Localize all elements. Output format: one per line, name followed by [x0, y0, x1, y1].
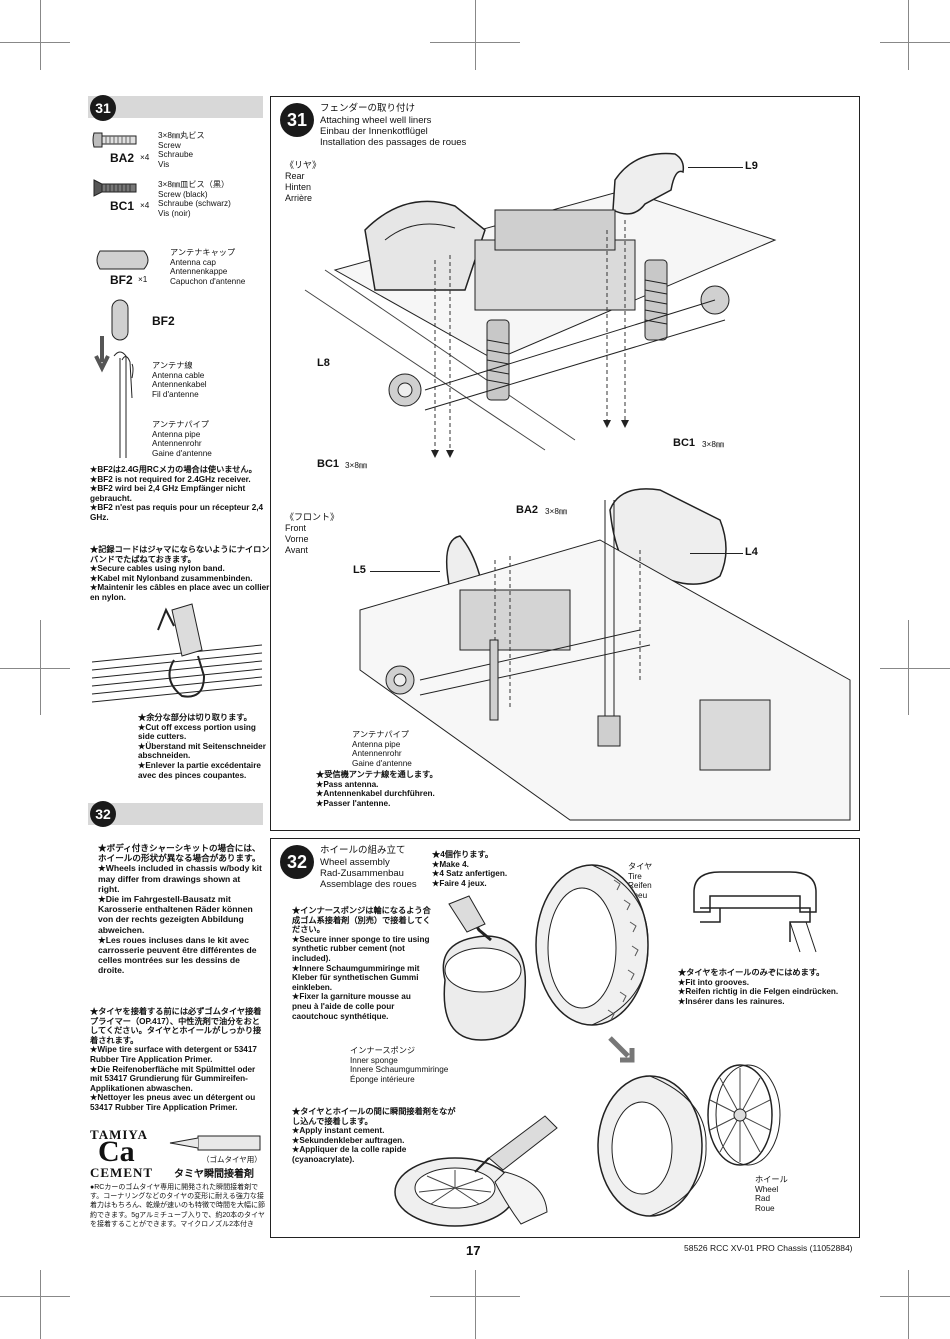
crop-mark	[475, 1270, 476, 1339]
step32-title-fr: Assemblage des roues	[320, 879, 417, 890]
step31-title-de: Einbau der Innenkotflügel	[320, 126, 428, 137]
bf2-qty: ×1	[138, 275, 148, 284]
crop-mark	[908, 1270, 909, 1339]
nylon-band-drawing	[92, 600, 262, 720]
crop-mark	[430, 1296, 520, 1297]
cementing-drawing	[395, 1112, 565, 1232]
callout-ba2-size: 3×8㎜	[545, 507, 568, 516]
tire-drawing	[520, 860, 660, 1030]
crop-mark	[880, 668, 950, 669]
ba2-screw-icon	[92, 130, 142, 150]
crop-mark	[0, 668, 70, 669]
crop-mark	[40, 1270, 41, 1339]
antenna-pipe-note: アンテナパイプ Antenna pipe Antennenrohr Gaine …	[352, 730, 412, 768]
inner-sponge-drawing	[425, 900, 535, 1050]
sidebar31-step-badge: 31	[90, 95, 116, 121]
crop-mark	[880, 1296, 950, 1297]
ba2-desc: 3×8㎜丸ビス Screw Schraube Vis	[158, 131, 205, 169]
ba2-qty: ×4	[140, 153, 150, 162]
bf2-desc: アンテナキャップ Antenna cap Antennenkappe Capuc…	[170, 248, 246, 286]
callout-bc1-rear-right: BC1	[673, 437, 696, 449]
step31-title-jp: フェンダーの取り付け	[320, 103, 416, 114]
bf2-cap-icon	[92, 249, 154, 271]
callout-l9: L9	[745, 160, 758, 172]
callout-l4: L4	[745, 546, 758, 558]
fit-grooves-note: ★タイヤをホイールのみぞにはめます。 ★Fit into grooves. ★R…	[678, 968, 839, 1006]
step31-badge: 31	[280, 103, 314, 137]
crop-mark	[908, 620, 909, 715]
page-number: 17	[466, 1243, 481, 1258]
note-cut: ★余分な部分は切り取ります。 ★Cut off excess portion u…	[138, 713, 266, 780]
crop-mark	[475, 0, 476, 70]
crop-mark	[0, 42, 70, 43]
callout-bc1-rear-left: BC1	[317, 458, 340, 470]
sidebar32-step-badge: 32	[90, 801, 116, 827]
cement-sub: （ゴムタイヤ用）	[202, 1155, 262, 1164]
cement-product: タミヤ瞬間接着剤	[174, 1169, 254, 1180]
assembly-arrow-icon	[608, 1036, 638, 1066]
bc1-screw-icon	[92, 178, 142, 198]
step32-panel	[270, 838, 860, 1238]
bc1-qty: ×4	[140, 201, 150, 210]
callout-bc1-rear-left-size: 3×8㎜	[345, 461, 368, 470]
sidebar31-header	[88, 96, 263, 118]
bc1-desc: 3×8㎜皿ビス（黒） Screw (black) Schraube (schwa…	[158, 180, 231, 218]
tire-label: タイヤ Tire Reifen Pneu	[628, 862, 653, 900]
crop-mark	[40, 620, 41, 715]
crop-mark	[40, 0, 41, 70]
tamiya-brand: TAMIYA	[90, 1127, 149, 1142]
note-nylon: ★記録コードはジャマにならないようにナイロンバンドでたばねておきます。 ★Sec…	[90, 545, 270, 602]
step32-title-de: Rad-Zusammenbau	[320, 868, 404, 879]
step32-title-en: Wheel assembly	[320, 857, 390, 868]
instant-cement-note: ★タイヤとホイールの間に瞬間接着剤をながし込んで接着します。 ★Apply in…	[292, 1107, 456, 1164]
bf2-code: BF2	[110, 273, 133, 287]
rear-label: 《リヤ》 Rear Hinten Arrière	[285, 160, 322, 203]
front-label: 《フロント》 Front Vorne Avant	[285, 512, 340, 555]
callout-l4-line	[690, 553, 743, 554]
rim-section-drawing	[690, 862, 820, 962]
antenna-pipe-label: アンテナパイプ Antenna pipe Antennenrohr Gaine …	[152, 420, 212, 458]
cement-desc: ●RCカーのゴムタイヤ専用に開発された瞬間接着剤です。コーナリングなどのタイヤの…	[90, 1184, 265, 1228]
doc-reference: 58526 RCC XV-01 PRO Chassis (11052884)	[684, 1243, 853, 1253]
ba2-code: BA2	[110, 151, 135, 165]
callout-bc1-rear-right-size: 3×8㎜	[702, 440, 725, 449]
callout-l8: L8	[317, 357, 330, 369]
rear-chassis-drawing	[295, 120, 815, 458]
step31-title-fr: Installation des passages de roues	[320, 137, 467, 148]
cement-word: CEMENT	[90, 1165, 154, 1180]
bf2-callout: BF2	[152, 314, 175, 328]
callout-l5: L5	[353, 564, 366, 576]
callout-l5-line	[370, 571, 440, 572]
tire-on-wheel-drawing	[590, 1070, 720, 1220]
step31-title-en: Attaching wheel well liners	[320, 115, 432, 126]
sidebar32-header	[88, 803, 263, 825]
sponge-note: ★インナースポンジは輪になるよう合成ゴム系接着剤（別売）で接着してください。 ★…	[292, 906, 431, 1021]
cement-logo: Ca	[98, 1135, 135, 1168]
note-bf2: ★BF2は2.4G用RCメカの場合は使いません。 ★BF2 is not req…	[90, 465, 264, 522]
crop-mark	[908, 0, 909, 70]
cement-tube-icon	[168, 1133, 264, 1153]
inner-sponge-label: インナースポンジ Inner sponge Innere Schaumgummi…	[350, 1046, 449, 1084]
antenna-cable-label: アンテナ線 Antenna cable Antennenkabel Fil d'…	[152, 361, 207, 399]
pass-antenna-note: ★受信機アンテナ線を通します。 ★Pass antenna. ★Antennen…	[316, 770, 438, 808]
wheel-label: ホイール Wheel Rad Roue	[755, 1175, 788, 1213]
callout-ba2: BA2	[516, 504, 539, 516]
make4-note: ★4個作ります。 ★Make 4. ★4 Satz anfertigen. ★F…	[432, 850, 508, 888]
note-primer: ★タイヤを接着する前には必ずゴムタイヤ接着プライマー（OP.417）、中性洗剤で…	[90, 1007, 262, 1112]
crop-mark	[430, 42, 520, 43]
bc1-code: BC1	[110, 199, 135, 213]
crop-mark	[880, 42, 950, 43]
antenna-assembly-drawing	[92, 298, 152, 463]
step32-badge: 32	[280, 845, 314, 879]
step32-title-jp: ホイールの組み立て	[320, 845, 406, 856]
tamiya-cement-ad: TAMIYA Ca CEMENT （ゴムタイヤ用） タミヤ瞬間接着剤 ●RCカー…	[90, 1125, 268, 1240]
callout-l9-line	[688, 167, 743, 168]
step31-panel	[270, 96, 860, 831]
wheel-rim-drawing	[700, 1060, 790, 1170]
crop-mark	[0, 1296, 70, 1297]
note-wheels: ★ボディ付きシャーシキットの場合には、ホイールの形状が異なる場合があります。 ★…	[98, 843, 262, 976]
front-chassis-drawing	[340, 480, 855, 820]
